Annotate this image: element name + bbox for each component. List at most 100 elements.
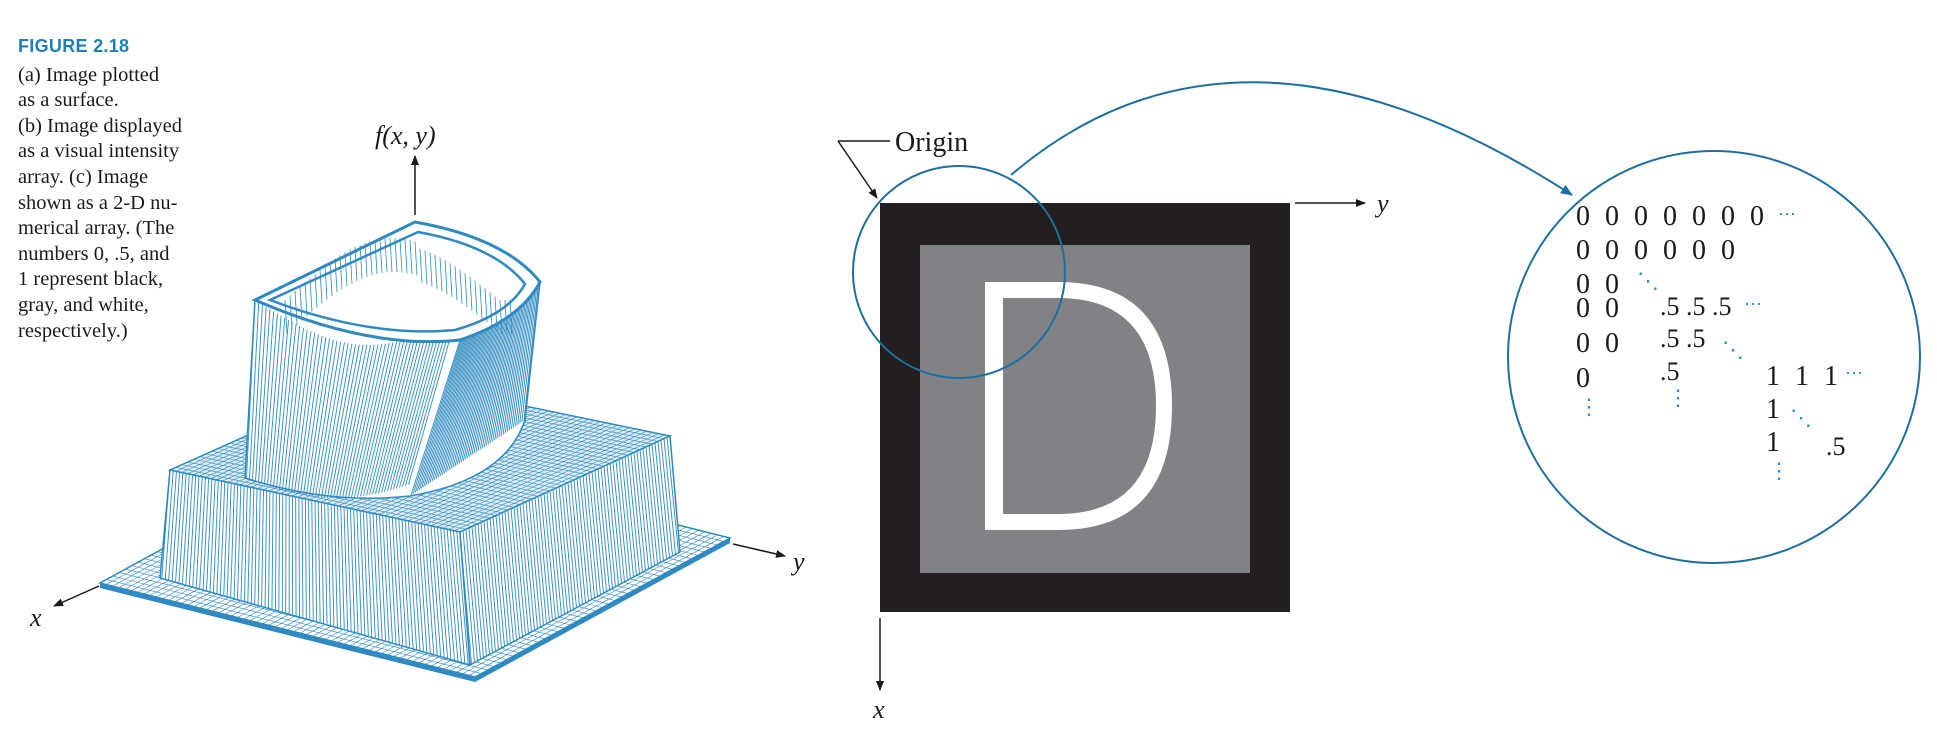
mesh-line [390, 421, 601, 518]
hatch-line [429, 330, 474, 483]
hatch-line [443, 528, 455, 661]
hatch-line [480, 522, 493, 653]
x-axis [53, 585, 100, 607]
hatch-line [504, 292, 526, 434]
hatch-line [561, 485, 574, 610]
hatch-line [344, 252, 348, 287]
caption-line: array. (c) Image [18, 165, 149, 188]
mesh-line [175, 467, 467, 530]
cylinder-rim-inner [266, 230, 527, 333]
hatch-line [175, 472, 184, 583]
hatch-line [364, 242, 368, 277]
hatch-line [492, 298, 518, 442]
hatch-line [284, 299, 288, 335]
hatch-line [270, 317, 286, 487]
hatch-line [294, 332, 316, 494]
hatch-line [252, 304, 263, 481]
hatch-line [375, 335, 416, 494]
hatch-line [444, 260, 448, 295]
hatch-line [359, 510, 366, 636]
hatch-line [390, 327, 435, 491]
hatch-line [346, 507, 352, 632]
ellipsis-vertical: ⋮ [1667, 385, 1689, 410]
hatch-line [510, 289, 531, 430]
hatch-line [479, 305, 509, 450]
mesh-line [448, 433, 659, 530]
hatch-line [382, 515, 390, 643]
hatch-line [508, 290, 529, 431]
hatch-line [414, 241, 418, 276]
hatch-line [258, 309, 271, 483]
hatch-line [223, 482, 229, 596]
hatch-line [437, 326, 480, 478]
hatch-line [268, 491, 271, 609]
hatch-line [327, 344, 357, 498]
hatch-line [384, 238, 388, 273]
hatch-line [298, 497, 300, 618]
hatch-line [500, 294, 523, 436]
hatch-line [396, 324, 442, 489]
hatch-line [301, 498, 304, 619]
hatch-line [246, 299, 256, 479]
caption-line: numbers 0, .5, and [18, 242, 170, 265]
hatch-line [404, 520, 414, 650]
hatch-line [267, 315, 282, 486]
hatch-line [621, 457, 634, 578]
caption-line: 1 represent black, [18, 268, 164, 291]
hatch-line [366, 512, 373, 638]
hatch-line [481, 304, 510, 449]
hatch-line [462, 313, 497, 461]
hatch-line [185, 474, 194, 586]
hatch-line [419, 248, 423, 283]
figure-caption: FIGURE 2.18 (a) Image plotted as a surfa… [18, 34, 248, 344]
hatch-line [226, 483, 232, 597]
hatch-line [261, 311, 275, 484]
hatch-line [630, 453, 643, 573]
hatch-line [651, 444, 664, 561]
hatch-line [486, 519, 499, 650]
mesh-line [106, 579, 482, 674]
hatch-line [469, 310, 502, 457]
hatch-line [378, 334, 420, 494]
hatch-line [264, 313, 278, 485]
hatch-line [230, 483, 235, 598]
hatch-line [281, 494, 284, 613]
lower-box-front-hatch [161, 469, 471, 666]
hatch-line [378, 514, 387, 642]
caption-line: as a visual intensity [18, 140, 180, 163]
hatch-line [528, 500, 541, 628]
hatch-line [349, 508, 356, 633]
hatch-line [312, 340, 338, 497]
hatch-line [627, 455, 640, 574]
hatch-line [425, 332, 471, 486]
hatch-line [273, 320, 289, 488]
hatch-line [411, 521, 421, 652]
hatch-line [600, 467, 613, 589]
ellipsis-diagonal: ⋱ [1722, 337, 1744, 362]
hatch-line [321, 343, 349, 498]
hatch-line [467, 311, 500, 459]
hatch-line [324, 343, 353, 498]
lower-box-side-hatch [459, 435, 681, 665]
hatch-line [471, 526, 484, 658]
hatch-line [300, 335, 323, 495]
hatch-line [385, 516, 393, 644]
hatch-line [329, 261, 333, 297]
y-axis-label: y [790, 547, 805, 576]
hatch-line [294, 290, 298, 325]
hatch-line [398, 518, 407, 648]
hatch-line [327, 503, 331, 626]
hatch-line [320, 502, 325, 624]
hatch-line [439, 325, 481, 477]
hatch-line [576, 478, 589, 602]
hatch-line [424, 250, 428, 285]
hatch-line [342, 344, 375, 498]
ellipsis-right: ⋯ [1744, 294, 1762, 314]
mesh-line [112, 575, 488, 671]
hatch-line [495, 515, 508, 645]
cylinder-wall-hatch [246, 281, 541, 499]
hatch-line [462, 530, 475, 663]
hatch-line [408, 315, 457, 485]
hatch-line [387, 329, 431, 491]
